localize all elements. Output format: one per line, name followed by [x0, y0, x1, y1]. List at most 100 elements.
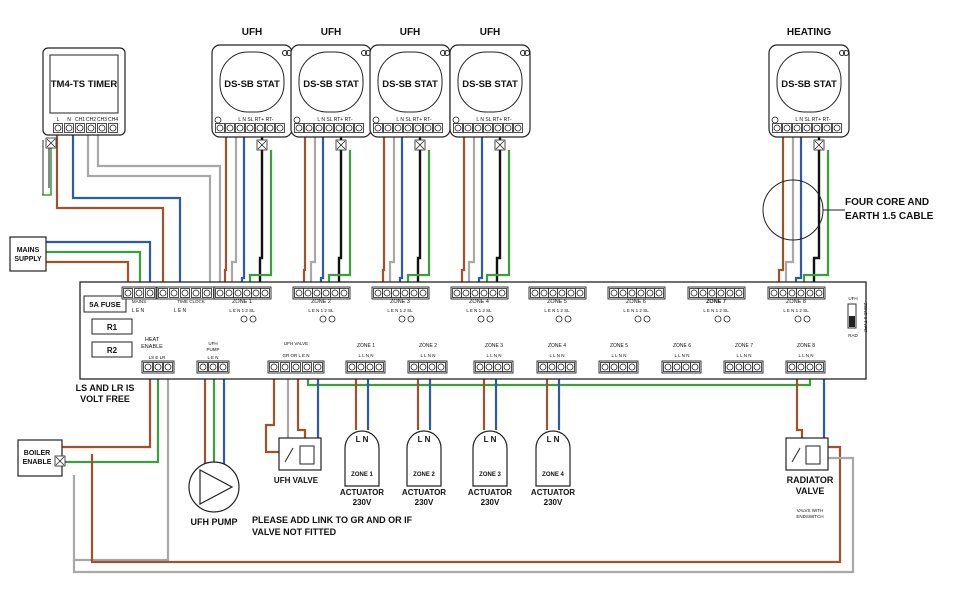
stat-terminal — [344, 123, 354, 133]
terminal-screw — [565, 362, 575, 372]
clock-icon — [328, 315, 336, 323]
stat-terminal-labels: L N SL RT+ RT- — [317, 117, 352, 123]
terminal-screw-head — [619, 289, 627, 297]
terminal-screw-head — [454, 124, 462, 132]
terminal-screw — [202, 288, 212, 298]
terminal-screw-head — [803, 124, 811, 132]
terminal-screw-head — [540, 289, 548, 297]
ufh-pump-line1: UFH — [208, 341, 217, 346]
zone8-switch-knob — [849, 316, 855, 327]
terminal-screw-head — [664, 363, 672, 371]
timer-earth-wire — [42, 140, 52, 196]
mains-supply-box — [9, 236, 47, 272]
terminal-screw-head — [783, 124, 791, 132]
terminal-screw — [418, 288, 428, 298]
stat-neutral-wire — [477, 125, 484, 290]
earth-cross — [495, 140, 505, 150]
terminal-screw — [575, 288, 585, 298]
terminal-screw-head — [610, 289, 618, 297]
clock-icon — [249, 315, 257, 323]
terminal-screw-head — [266, 124, 274, 132]
terminal-screw-head — [797, 363, 805, 371]
terminal-screw-head — [313, 289, 321, 297]
terminal-screw-head — [383, 289, 391, 297]
stat-terminal — [403, 123, 413, 133]
ufh-valve-terms: GR OR L E N — [282, 353, 309, 358]
terminal-screw — [374, 362, 384, 372]
terminal-screw-head — [404, 124, 412, 132]
terminal-screw-head — [315, 124, 323, 132]
terminal-screw-head — [610, 363, 618, 371]
heat-enable-terms: LS E LR — [149, 355, 167, 360]
stat-terminal — [802, 123, 812, 133]
terminal-screw-head — [504, 124, 512, 132]
ls-lr-note-line2: VOLT FREE — [80, 394, 130, 404]
terminal-screw-head — [726, 289, 734, 297]
ls-lr-note-line1: LS AND LR IS — [76, 383, 135, 393]
stat-grey-wire — [309, 125, 317, 290]
zone-bottom-label: ZONE 4 — [548, 343, 566, 349]
terminal-screw-head — [295, 124, 303, 132]
terminal-screw-head — [682, 363, 690, 371]
clock-icon — [803, 315, 811, 323]
terminal-screw-head — [503, 363, 511, 371]
terminal-screw-head — [410, 289, 418, 297]
terminal-screw-head — [770, 289, 778, 297]
actuator-label-line2: 230V — [353, 498, 372, 507]
stat-ring-icon — [361, 50, 367, 56]
zone-bottom-terms: L L N N — [487, 353, 502, 358]
terminal-screw-head — [366, 363, 374, 371]
clock-icon — [293, 116, 301, 124]
terminal-screw-head — [414, 124, 422, 132]
fuse-box — [83, 295, 127, 313]
terminal-screw-head — [276, 124, 284, 132]
cable-note-line1: FOUR CORE AND — [845, 197, 929, 208]
timer-terminal-label: CH4 — [108, 117, 118, 123]
stat-heading: UFH — [480, 27, 501, 38]
terminal-screw-head — [261, 289, 269, 297]
terminal-screw-head — [281, 363, 289, 371]
terminal-screw-head — [375, 363, 383, 371]
stat-terminal — [453, 123, 463, 133]
stat-neutral-wire — [240, 125, 246, 290]
valve-coil-icon — [805, 445, 821, 465]
stat-terminal — [513, 123, 523, 133]
terminal-screw-head — [209, 363, 217, 371]
terminal-screw-head — [793, 124, 801, 132]
timer-terminal — [108, 123, 118, 133]
terminal-screw-head — [54, 124, 62, 132]
terminal-screw-head — [252, 289, 260, 297]
terminal-screw-head — [419, 289, 427, 297]
relay-r2-box — [91, 341, 133, 358]
terminal-screw-head — [557, 363, 565, 371]
valve-switch-icon — [791, 447, 801, 463]
terminal-screw — [502, 362, 512, 372]
terminal-screw-head — [464, 124, 472, 132]
terminal-screw-head — [374, 289, 382, 297]
stat-neutral-wire — [398, 125, 404, 290]
terminal-screw — [436, 362, 446, 372]
mains-earth-wire — [46, 250, 142, 290]
stat-ring-icon — [524, 50, 530, 56]
terminal-screw-head — [109, 124, 117, 132]
terminal-screw — [208, 362, 218, 372]
terminal-screw-head — [154, 363, 162, 371]
terminal-screw-head — [717, 289, 725, 297]
terminal-screw — [339, 288, 349, 298]
terminal-screw-head — [744, 363, 752, 371]
stat-ring-icon — [440, 50, 446, 56]
boiler-label-line1: BOILER — [24, 450, 50, 457]
terminal-screw — [627, 362, 637, 372]
stat-title: DS-SB STAT — [382, 79, 438, 90]
stat-terminal — [792, 123, 802, 133]
terminal-screw — [143, 362, 153, 372]
terminal-screw-head — [424, 124, 432, 132]
terminal-screw — [145, 288, 155, 298]
zone8-rad-label: RAD — [848, 333, 858, 338]
stat-terminal — [334, 123, 344, 133]
terminal-screw-head — [558, 289, 566, 297]
actuator-body — [535, 430, 571, 487]
stat-terminal — [324, 123, 334, 133]
rad-endswitch-live-wire — [90, 445, 842, 564]
